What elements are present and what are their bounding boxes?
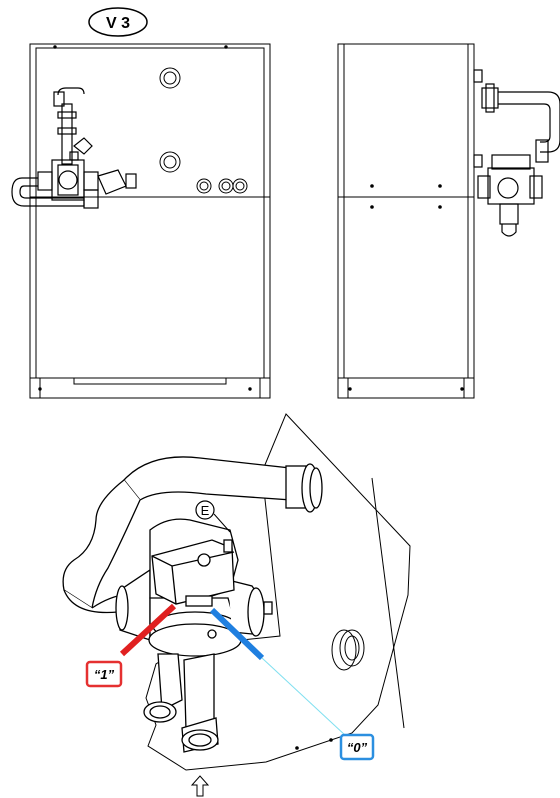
- front-cabinet-inner: [35, 47, 265, 379]
- position-one-label: “1”: [85, 660, 123, 688]
- front-port-small-2: [218, 178, 234, 194]
- side-view: [337, 43, 560, 399]
- side-cabinet-outline: [337, 43, 475, 399]
- detail-marker-e: E: [195, 500, 231, 533]
- front-port-small-3: [232, 178, 248, 194]
- front-cabinet-outline: [29, 43, 271, 399]
- detail-lower-outlets: [143, 653, 219, 753]
- front-foot-right: [259, 377, 271, 399]
- front-port-middle: [159, 151, 181, 173]
- position-zero-label: “0”: [339, 733, 375, 761]
- front-port-small-1: [196, 178, 212, 194]
- position-zero-pointer: [209, 607, 265, 661]
- position-zero-text: “0”: [347, 740, 368, 755]
- detail-panel-edge: [371, 477, 405, 729]
- detail-marker-text: E: [201, 503, 210, 518]
- title-badge-text: V 3: [106, 15, 130, 32]
- title-badge: V 3: [88, 7, 148, 37]
- front-valve-assembly: [11, 87, 137, 209]
- detail-view: E: [62, 413, 411, 771]
- side-valve-assembly: [473, 69, 560, 237]
- front-port-upper: [159, 67, 181, 89]
- front-base-slot: [73, 377, 227, 385]
- detail-actuator: [151, 539, 235, 607]
- up-arrow-icon: [190, 775, 210, 797]
- position-one-pointer: [119, 603, 177, 657]
- front-foot-left: [29, 377, 41, 399]
- detail-wall-port: [331, 629, 365, 671]
- position-one-text: “1”: [94, 667, 115, 682]
- position-zero-leader: [261, 657, 347, 737]
- front-view: [11, 43, 271, 399]
- detail-bypass-pipe: [62, 456, 323, 633]
